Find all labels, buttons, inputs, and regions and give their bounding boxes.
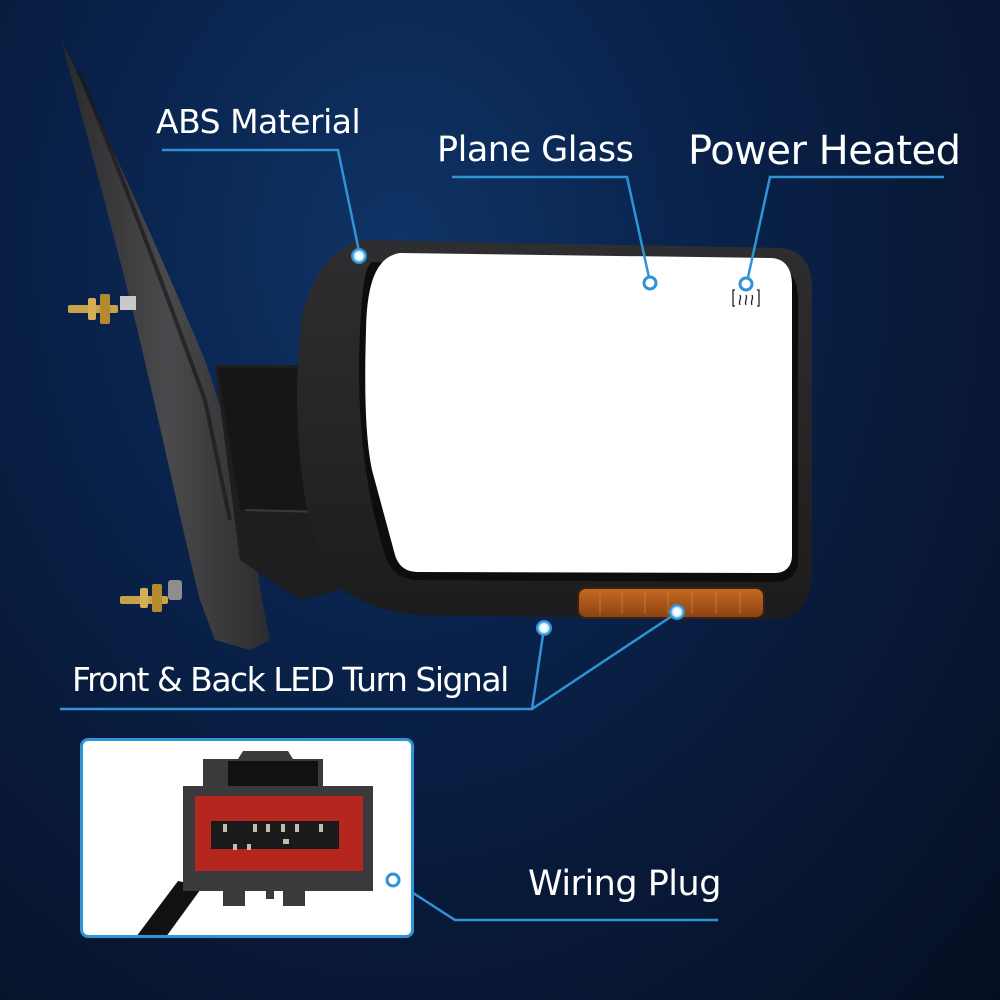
wiring-plug-inset bbox=[80, 738, 414, 938]
wiring-plug-illustration bbox=[137, 751, 373, 935]
power-heated-label: Power Heated bbox=[688, 128, 961, 174]
mounting-bolt-lower bbox=[120, 580, 182, 612]
mounting-arm bbox=[62, 42, 270, 650]
wiring-plug-label: Wiring Plug bbox=[528, 864, 721, 904]
abs-callout-line bbox=[162, 148, 362, 257]
abs-callout-dot bbox=[351, 248, 367, 264]
led-callout-line-front bbox=[531, 610, 679, 711]
abs-material-label: ABS Material bbox=[156, 102, 361, 141]
heated-callout-line bbox=[745, 175, 944, 283]
glass-callout-dot bbox=[642, 275, 658, 291]
heated-callout-dot bbox=[738, 276, 754, 292]
led-front-callout-dot bbox=[669, 604, 685, 620]
mounting-bolt-upper bbox=[68, 294, 136, 324]
mirror-glass bbox=[365, 253, 792, 573]
led-turn-signal-label: Front & Back LED Turn Signal bbox=[72, 660, 509, 699]
led-back-callout-dot bbox=[536, 620, 552, 636]
defrost-heat-icon bbox=[732, 289, 760, 307]
glass-callout-line bbox=[452, 175, 652, 283]
plane-glass-label: Plane Glass bbox=[437, 130, 634, 170]
